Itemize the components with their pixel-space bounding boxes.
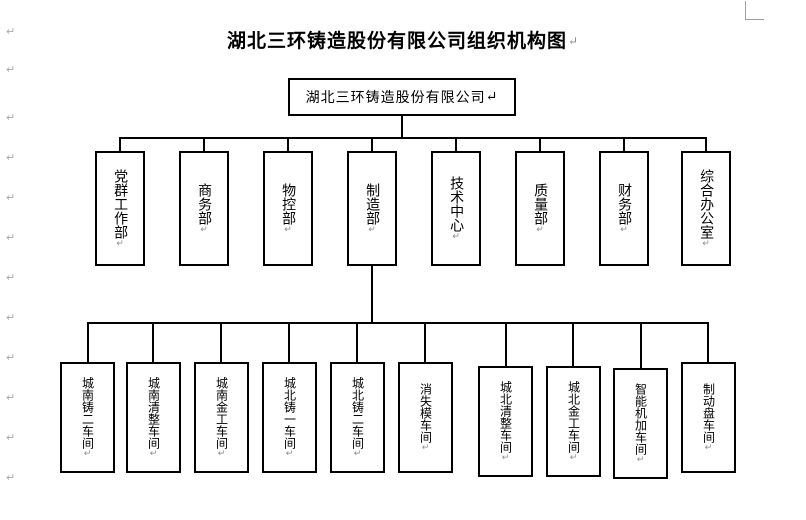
org-node-dept-2-label: 商务部 bbox=[196, 182, 213, 225]
connector-drop-dept-6 bbox=[539, 137, 541, 151]
connector-drop-dept-8 bbox=[705, 137, 707, 151]
org-node-workshop-2[interactable]: 城南清整车间↵ bbox=[126, 362, 181, 473]
connector-level2-bus bbox=[119, 137, 707, 139]
connector-drop-shop-9 bbox=[640, 322, 642, 368]
org-node-workshop-3[interactable]: 城南金工车间↵ bbox=[194, 362, 249, 473]
org-node-workshop-10[interactable]: 制动盘车间↵ bbox=[681, 362, 736, 473]
dept-5-return-mark: ↵ bbox=[451, 231, 461, 242]
org-node-workshop-8-label: 城北金工车间 bbox=[566, 380, 581, 453]
org-node-workshop-4[interactable]: 城北铸一车间↵ bbox=[262, 362, 317, 473]
margin-return-mark: ↵ bbox=[6, 271, 16, 284]
margin-return-mark: ↵ bbox=[6, 431, 16, 444]
org-node-dept-7-label: 财务部 bbox=[616, 182, 633, 225]
org-node-dept-6[interactable]: 质量部↵ bbox=[515, 151, 565, 266]
workshop-1-return-mark: ↵ bbox=[82, 448, 93, 459]
org-node-workshop-7-label: 城北清整车间 bbox=[498, 380, 513, 453]
connector-drop-dept-3 bbox=[287, 137, 289, 151]
workshop-3-return-mark: ↵ bbox=[216, 448, 227, 459]
margin-return-mark: ↵ bbox=[6, 311, 16, 324]
margin-return-mark: ↵ bbox=[6, 191, 16, 204]
dept-6-return-mark: ↵ bbox=[535, 224, 545, 235]
connector-root-stem bbox=[401, 116, 403, 138]
org-node-dept-7[interactable]: 财务部↵ bbox=[599, 151, 649, 266]
dept-4-return-mark: ↵ bbox=[367, 224, 377, 235]
workshop-5-return-mark: ↵ bbox=[352, 448, 363, 459]
dept-8-return-mark: ↵ bbox=[701, 238, 711, 249]
org-node-workshop-1[interactable]: 城南铸二车间↵ bbox=[60, 362, 115, 473]
connector-drop-dept-4 bbox=[371, 137, 373, 151]
connector-manufacturing-stem bbox=[371, 266, 373, 324]
connector-level3-bus bbox=[87, 322, 707, 324]
workshop-7-return-mark: ↵ bbox=[500, 452, 511, 463]
margin-return-mark: ↵ bbox=[6, 351, 16, 364]
connector-drop-shop-5 bbox=[356, 322, 358, 362]
dept-7-return-mark: ↵ bbox=[619, 224, 629, 235]
org-node-workshop-2-label: 城南清整车间 bbox=[146, 376, 161, 449]
org-node-dept-8-label: 综合办公室 bbox=[698, 168, 715, 239]
workshop-2-return-mark: ↵ bbox=[148, 448, 159, 459]
page-title: 湖北三环铸造股份有限公司组织机构图↵ bbox=[0, 26, 806, 53]
workshop-8-return-mark: ↵ bbox=[568, 452, 579, 463]
org-node-workshop-1-label: 城南铸二车间 bbox=[80, 376, 95, 449]
connector-drop-shop-8 bbox=[572, 322, 574, 366]
margin-return-mark: ↵ bbox=[6, 391, 16, 404]
connector-drop-shop-1 bbox=[87, 322, 89, 362]
org-node-workshop-4-label: 城北铸一车间 bbox=[282, 376, 297, 449]
page-margin-corner-mark bbox=[745, 1, 764, 20]
connector-drop-shop-6 bbox=[424, 322, 426, 362]
org-node-dept-2[interactable]: 商务部↵ bbox=[179, 151, 229, 266]
org-node-workshop-10-label: 制动盘车间 bbox=[701, 382, 716, 443]
connector-drop-dept-2 bbox=[203, 137, 205, 151]
org-node-root-label: 湖北三环铸造股份有限公司 bbox=[305, 90, 486, 106]
connector-drop-shop-4 bbox=[288, 322, 290, 362]
margin-return-mark: ↵ bbox=[6, 471, 16, 484]
margin-return-mark: ↵ bbox=[6, 111, 16, 124]
connector-drop-dept-1 bbox=[119, 137, 121, 151]
workshop-10-return-mark: ↵ bbox=[703, 442, 714, 453]
margin-return-mark: ↵ bbox=[6, 151, 16, 164]
title-return-mark: ↵ bbox=[567, 34, 580, 48]
org-node-workshop-7[interactable]: 城北清整车间↵ bbox=[478, 366, 533, 477]
org-node-workshop-3-label: 城南金工车间 bbox=[214, 376, 229, 449]
org-node-workshop-9[interactable]: 智能机加车间↵ bbox=[613, 368, 668, 479]
org-node-dept-3[interactable]: 物控部↵ bbox=[263, 151, 313, 266]
page-title-text: 湖北三环铸造股份有限公司组织机构图 bbox=[226, 30, 567, 52]
org-node-root[interactable]: 湖北三环铸造股份有限公司↵ bbox=[288, 78, 516, 116]
org-node-dept-5[interactable]: 技术中心↵ bbox=[431, 151, 481, 266]
margin-return-mark: ↵ bbox=[6, 25, 16, 38]
org-node-workshop-5-label: 城北铸二车间 bbox=[350, 376, 365, 449]
connector-drop-shop-2 bbox=[152, 322, 154, 362]
root-return-mark: ↵ bbox=[485, 89, 499, 105]
margin-return-mark: ↵ bbox=[6, 231, 16, 244]
org-node-workshop-6-label: 消失模车间 bbox=[418, 382, 433, 443]
workshop-4-return-mark: ↵ bbox=[284, 448, 295, 459]
connector-drop-shop-3 bbox=[220, 322, 222, 362]
org-node-dept-8[interactable]: 综合办公室↵ bbox=[681, 151, 731, 266]
dept-3-return-mark: ↵ bbox=[283, 224, 293, 235]
org-node-dept-3-label: 物控部 bbox=[280, 182, 297, 225]
org-node-dept-1[interactable]: 党群工作部↵ bbox=[95, 151, 145, 266]
org-node-workshop-8[interactable]: 城北金工车间↵ bbox=[546, 366, 601, 477]
org-node-dept-4[interactable]: 制造部↵ bbox=[347, 151, 397, 266]
connector-drop-dept-7 bbox=[623, 137, 625, 151]
org-node-dept-4-label: 制造部 bbox=[364, 182, 381, 225]
org-node-workshop-9-label: 智能机加车间 bbox=[633, 382, 648, 455]
workshop-6-return-mark: ↵ bbox=[420, 442, 431, 453]
org-node-dept-6-label: 质量部 bbox=[532, 182, 549, 225]
org-node-dept-5-label: 技术中心 bbox=[448, 175, 465, 232]
workshop-9-return-mark: ↵ bbox=[635, 454, 646, 465]
connector-drop-shop-7 bbox=[505, 322, 507, 366]
connector-drop-shop-10 bbox=[707, 322, 709, 362]
org-node-workshop-6[interactable]: 消失模车间↵ bbox=[398, 362, 453, 473]
dept-2-return-mark: ↵ bbox=[199, 224, 209, 235]
connector-drop-dept-5 bbox=[455, 137, 457, 151]
org-node-dept-1-label: 党群工作部 bbox=[112, 168, 129, 239]
org-node-workshop-5[interactable]: 城北铸二车间↵ bbox=[330, 362, 385, 473]
dept-1-return-mark: ↵ bbox=[115, 238, 125, 249]
margin-return-mark: ↵ bbox=[6, 63, 16, 76]
